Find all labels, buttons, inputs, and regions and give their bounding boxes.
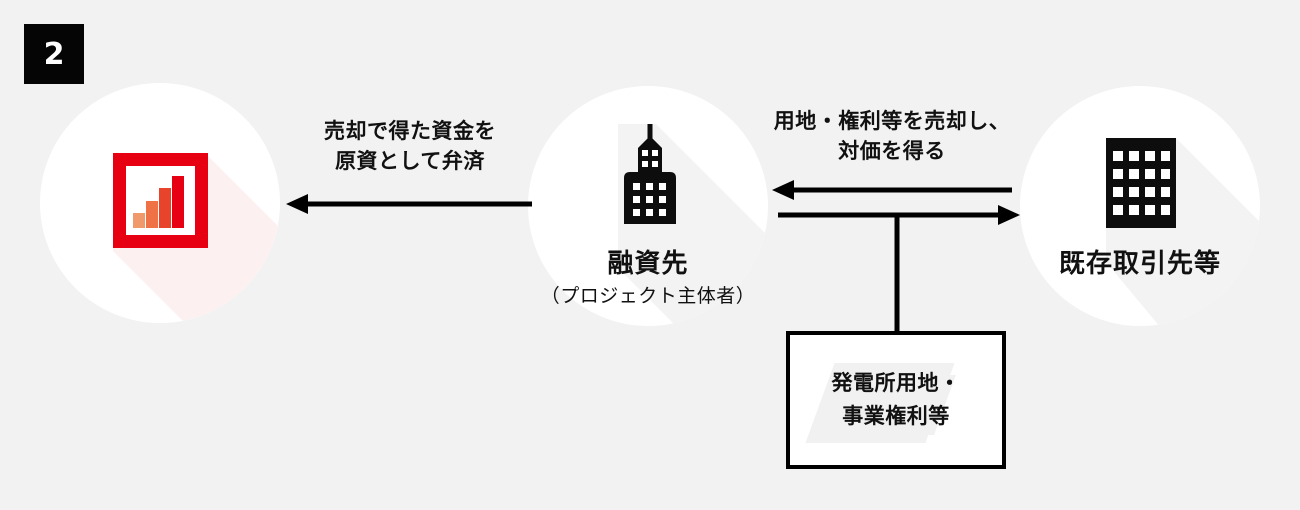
flow-caption-right-line1: 用地・権利等を売却し、 (773, 109, 1011, 133)
node-title-right: 既存取引先等 (1058, 249, 1221, 279)
step-number-badge: 2 (24, 24, 84, 84)
bar-chart-icon-inner (126, 166, 195, 235)
repayment-arrow (286, 194, 532, 214)
asset-box-line1: 発電所用地・ (831, 371, 961, 396)
bar-chart-bar-3 (159, 188, 171, 228)
bar-chart-bar-1 (133, 213, 145, 228)
skyscraper-icon (624, 124, 676, 224)
consideration-arrow (772, 180, 1012, 200)
bar-chart-bar-4 (172, 176, 184, 228)
flow-caption-left-line2: 原資として弁済 (335, 149, 485, 174)
bar-chart-icon (113, 153, 208, 248)
node-label-center: 融資先 （プロジェクト主体者） (528, 248, 768, 308)
flow-caption-right: 用地・権利等を売却し、 対価を得る (764, 106, 1020, 167)
node-subtitle-center: （プロジェクト主体者） (540, 284, 756, 307)
flow-caption-right-line2: 対価を得る (838, 139, 946, 164)
flow-caption-left: 売却で得た資金を 原資として弁済 (288, 116, 532, 177)
bar-chart-bar-2 (146, 201, 158, 228)
asset-box: 発電所用地・ 事業権利等 (786, 331, 1006, 469)
asset-box-line2: 事業権利等 (842, 404, 950, 428)
flow-caption-left-line1: 売却で得た資金を (324, 119, 496, 143)
node-label-right: 既存取引先等 (1020, 248, 1260, 281)
node-title-center: 融資先 (607, 249, 689, 279)
office-building-icon (1106, 138, 1176, 228)
asset-transfer-arrow (778, 205, 1020, 225)
asset-box-text: 発電所用地・ 事業権利等 (832, 367, 961, 432)
